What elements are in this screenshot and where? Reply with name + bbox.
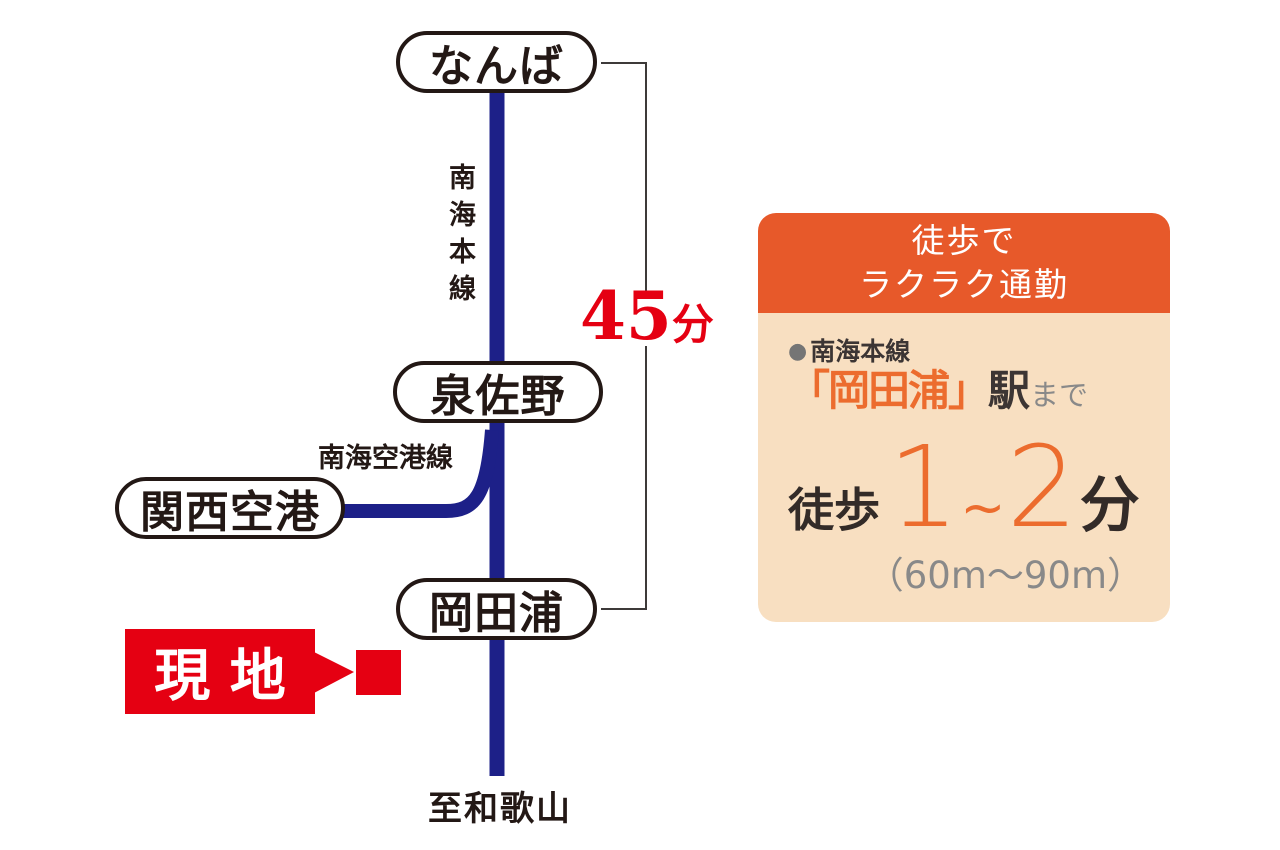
- main-line-label: 南海本線: [444, 163, 475, 311]
- station-okadaura: 岡田浦: [396, 578, 597, 640]
- site-location-square-icon: [356, 650, 401, 695]
- distance-range-label: （60m〜90m）: [866, 553, 1144, 597]
- duration-bracket-top: [601, 62, 647, 291]
- direction-to-wakayama-label: 至和歌山: [428, 789, 572, 829]
- walk-tilde: ~: [960, 476, 1006, 540]
- destination-station-suffix: 駅: [988, 366, 1031, 415]
- station-kansai-airport: 関西空港: [115, 477, 345, 539]
- site-marker-label: 現 地: [125, 629, 315, 714]
- station-namba: なんば: [396, 31, 597, 93]
- walk-info-card: 徒歩で ラクラク通勤 ● 南海本線 「岡田浦」駅まで 徒歩 1 ~ 2 分 （6…: [758, 213, 1170, 622]
- walk-minutes-to: 2: [1006, 423, 1078, 554]
- walk-prefix: 徒歩: [788, 483, 880, 538]
- nankai-airport-line: [343, 429, 499, 518]
- duration-label: 45分: [580, 283, 714, 349]
- route-line: ● 南海本線: [788, 339, 1148, 364]
- bullet-icon: ●: [788, 338, 808, 364]
- site-pointer-triangle-icon: [314, 652, 354, 693]
- walk-minutes-from: 1: [888, 423, 960, 554]
- card-header-line1: 徒歩で: [911, 221, 1017, 261]
- duration-unit: 分: [671, 300, 714, 349]
- card-header-line2: ラクラク通勤: [859, 265, 1069, 304]
- airport-line-label: 南海空港線: [318, 443, 453, 474]
- route-line-name: 南海本線: [810, 337, 911, 366]
- duration-number: 45: [580, 277, 672, 355]
- station-izumisano: 泉佐野: [393, 361, 603, 423]
- destination-made-suffix: まで: [1030, 378, 1089, 412]
- card-header: 徒歩で ラクラク通勤: [758, 213, 1170, 313]
- card-body: ● 南海本線 「岡田浦」駅まで 徒歩 1 ~ 2 分 （60m〜90m）: [758, 313, 1170, 622]
- walk-time-line: 徒歩 1 ~ 2 分: [788, 423, 1148, 554]
- destination-station-name: 「岡田浦」: [788, 366, 990, 415]
- walk-unit: 分: [1079, 471, 1140, 542]
- duration-bracket-bottom: [601, 346, 647, 610]
- destination-line: 「岡田浦」駅まで: [788, 366, 1148, 415]
